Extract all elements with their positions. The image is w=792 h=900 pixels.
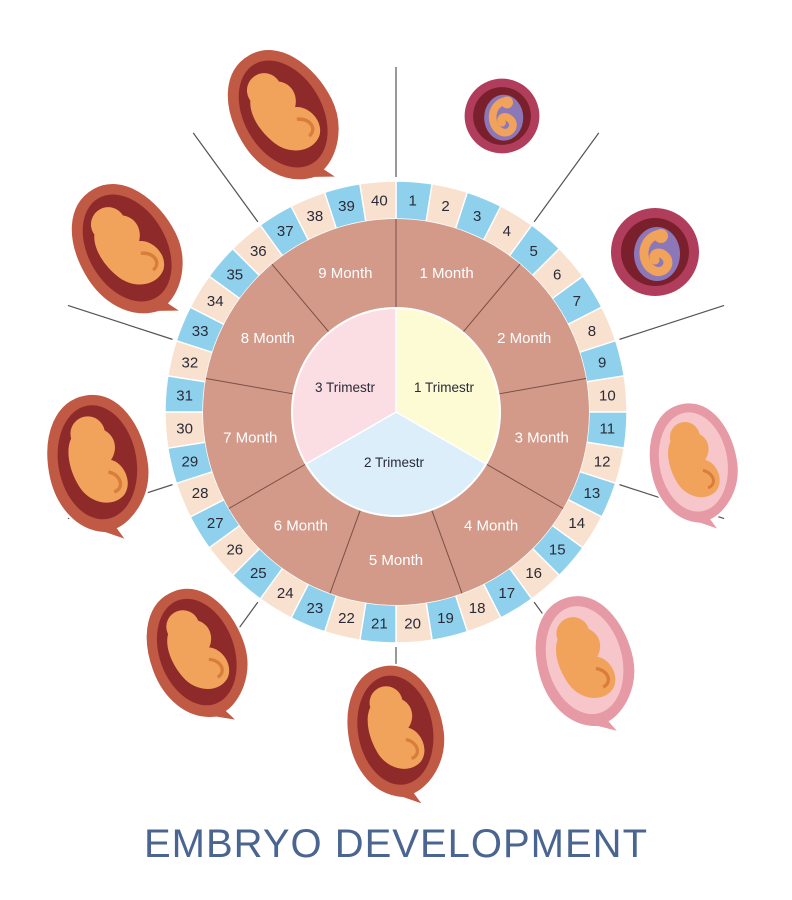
week-number: 32 [182, 355, 199, 372]
week-number: 31 [176, 387, 193, 404]
fetus-month-8-icon [69, 181, 187, 316]
fetus-month-3-icon [647, 401, 740, 533]
spoke-line [67, 304, 173, 340]
month-label: 9 Month [318, 265, 372, 282]
month-label: 7 Month [223, 430, 277, 447]
trimester-label: 1 Trimestr [414, 380, 475, 395]
week-number: 40 [371, 193, 388, 210]
embryo-week-8-icon [611, 208, 699, 296]
week-number: 26 [226, 542, 243, 559]
month-divider [431, 509, 463, 594]
month-label: 1 Month [420, 265, 474, 282]
week-number: 25 [250, 565, 267, 582]
trimester-border [291, 307, 501, 517]
week-number: 29 [182, 453, 199, 470]
month-label: 5 Month [369, 552, 423, 569]
fetus-month-4-icon [533, 593, 637, 735]
week-number: 7 [573, 293, 581, 310]
month-label: 3 Month [515, 430, 569, 447]
week-number: 13 [584, 485, 601, 502]
week-number: 27 [207, 515, 224, 532]
week-number: 11 [600, 421, 616, 438]
fetus-month-9-icon [225, 47, 343, 182]
week-number: 38 [307, 208, 324, 225]
month-divider [329, 509, 361, 594]
week-number: 2 [441, 198, 449, 215]
week-number: 33 [192, 323, 209, 340]
month-label: 8 Month [241, 330, 295, 347]
trimester-label: 2 Trimestr [364, 455, 425, 470]
week-number: 12 [594, 453, 611, 470]
spoke-line [192, 132, 259, 223]
week-number: 5 [530, 243, 538, 260]
month-divider [498, 377, 587, 395]
week-number: 10 [599, 387, 616, 404]
week-number: 21 [371, 615, 388, 632]
week-number: 18 [469, 600, 486, 617]
week-number: 1 [408, 193, 416, 210]
month-divider [205, 377, 294, 395]
week-number: 15 [549, 542, 566, 559]
week-number: 8 [588, 323, 596, 340]
week-number: 28 [192, 485, 209, 502]
trimester-pie: 1 Trimestr 2 Trimestr 3 Trimestr [291, 307, 501, 517]
fetus-month-5-icon [345, 663, 447, 808]
spoke-line [533, 132, 600, 223]
fetus-illustrations [45, 47, 740, 808]
spoke-line [619, 304, 725, 340]
week-number: 22 [338, 610, 355, 627]
fetus-month-6-icon [144, 586, 250, 723]
week-number: 35 [226, 266, 243, 283]
month-divider [485, 463, 564, 509]
week-number: 19 [437, 610, 454, 627]
trimester-label: 3 Trimestr [315, 380, 376, 395]
week-number: 24 [277, 585, 294, 602]
month-divider [228, 463, 307, 509]
week-number: 39 [338, 198, 355, 215]
week-number: 23 [307, 600, 324, 617]
month-divider [462, 263, 521, 333]
week-number: 20 [404, 615, 421, 632]
page-title: EMBRYO DEVELOPMENT [143, 822, 649, 866]
week-number: 9 [598, 355, 606, 372]
week-number: 36 [250, 243, 267, 260]
month-divider [271, 263, 330, 333]
week-number: 6 [553, 266, 561, 283]
week-number: 3 [473, 208, 481, 225]
week-number: 16 [525, 565, 542, 582]
month-label: 6 Month [274, 517, 328, 534]
month-label: 4 Month [464, 517, 518, 534]
week-number: 37 [277, 223, 294, 240]
embryo-week-4-icon [464, 78, 540, 154]
fetus-month-7-icon [45, 392, 151, 544]
week-number: 30 [176, 421, 193, 438]
month-label: 2 Month [497, 330, 551, 347]
week-number: 14 [568, 515, 585, 532]
week-number: 4 [503, 223, 511, 240]
week-number: 34 [207, 293, 224, 310]
week-number: 17 [498, 585, 515, 602]
